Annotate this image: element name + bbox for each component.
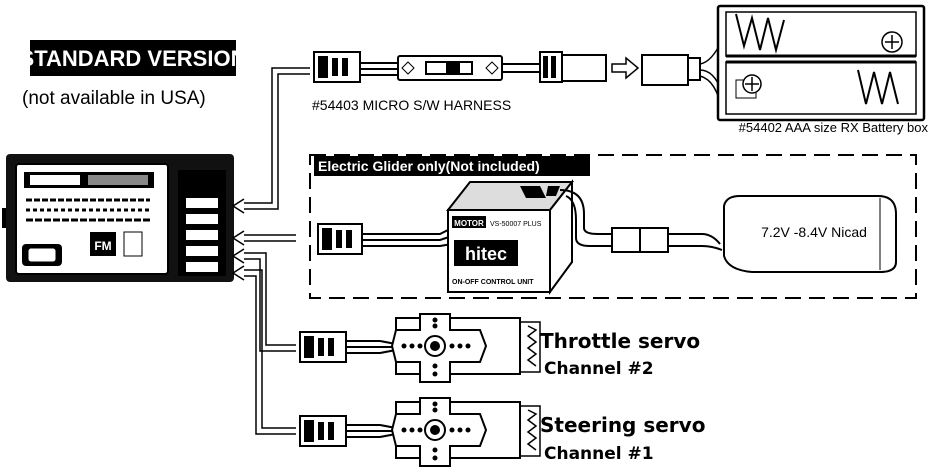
receiver: FM [2,154,234,282]
receiver-badge: FM [94,239,111,253]
steering-name: Steering servo [540,413,705,437]
unit-caption: ON-OFF CONTROL UNIT [452,279,534,286]
nicad-label: 7.2V -8.4V Nicad [761,224,867,240]
lead-arrows [231,67,310,435]
motor-tag: MOTOR [454,219,484,228]
title-badge: STANDARD VERSION [20,46,247,71]
throttle-channel: Channel #2 [544,359,654,379]
battery-box-label: #54402 AAA size RX Battery box [739,120,929,135]
unit-brand: hitec [465,244,507,264]
glider-header: Electric Glider only(Not included) [318,158,540,174]
unit-model: VS-50007 PLUS [490,221,542,228]
harness-label: #54403 MICRO S/W HARNESS [312,97,511,113]
steering-servo [299,397,541,467]
receiver-fm-box [90,232,116,256]
battery-plug [641,39,723,111]
glider-header-bg [314,156,590,176]
glider-connector [317,223,453,255]
connect-arrow [611,56,640,80]
battery-box [716,4,926,122]
glider-box [309,154,917,299]
throttle-servo [299,313,541,383]
nicad-wires [559,189,723,253]
title-note: (not available in USA) [22,88,206,109]
switch-harness [313,51,607,83]
nicad-pack: 7.2V -8.4V Nicad [723,195,897,273]
steering-channel: Channel #1 [544,444,654,464]
control-unit: MOTOR VS-50007 PLUS hitec ON-OFF CONTROL… [445,179,575,296]
title-badge-bg [30,40,236,76]
throttle-name: Throttle servo [540,329,700,353]
